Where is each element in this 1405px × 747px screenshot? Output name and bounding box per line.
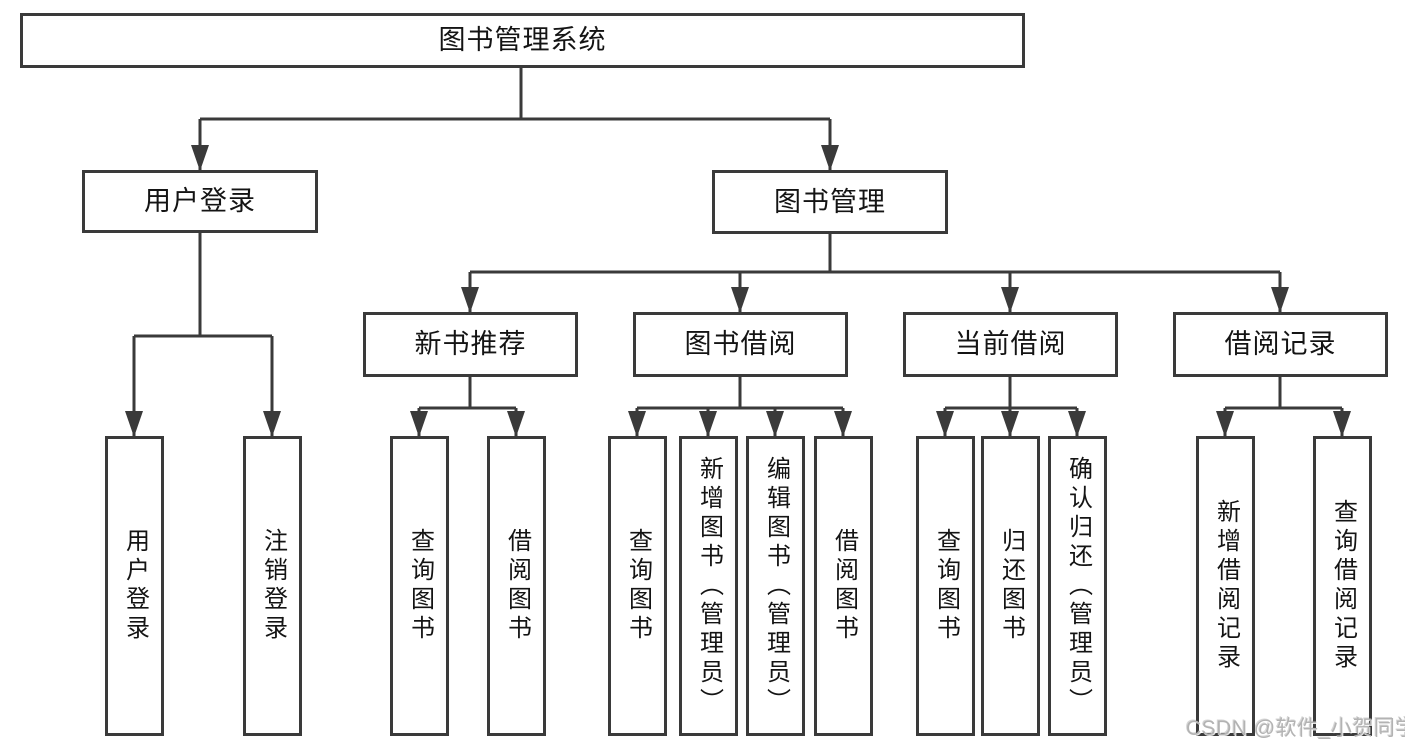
leaf-logout: 注销登录 <box>243 436 302 736</box>
leaf-add-book-admin: 新增图书（管理员） <box>679 436 738 736</box>
leaf-query-book-3: 查询图书 <box>916 436 975 736</box>
node-book-management: 图书管理 <box>712 170 948 234</box>
leaf-user-login: 用户登录 <box>105 436 164 736</box>
leaf-confirm-return-admin: 确认归还（管理员） <box>1048 436 1107 736</box>
leaf-query-borrow-record: 查询借阅记录 <box>1313 436 1372 736</box>
node-borrow-record: 借阅记录 <box>1173 312 1388 377</box>
leaf-add-borrow-record: 新增借阅记录 <box>1196 436 1255 736</box>
node-new-book-recommend: 新书推荐 <box>363 312 578 377</box>
node-current-borrow: 当前借阅 <box>903 312 1118 377</box>
leaf-query-book-1: 查询图书 <box>390 436 449 736</box>
node-book-borrow: 图书借阅 <box>633 312 848 377</box>
node-root-system: 图书管理系统 <box>20 13 1025 68</box>
leaf-borrow-book-2: 借阅图书 <box>814 436 873 736</box>
csdn-watermark: CSDN @软件_小贺同学 <box>1186 717 1405 740</box>
leaf-edit-book-admin: 编辑图书（管理员） <box>746 436 805 736</box>
leaf-query-book-2: 查询图书 <box>608 436 667 736</box>
node-user-login: 用户登录 <box>82 170 318 233</box>
leaf-return-book: 归还图书 <box>981 436 1040 736</box>
leaf-borrow-book-1: 借阅图书 <box>487 436 546 736</box>
